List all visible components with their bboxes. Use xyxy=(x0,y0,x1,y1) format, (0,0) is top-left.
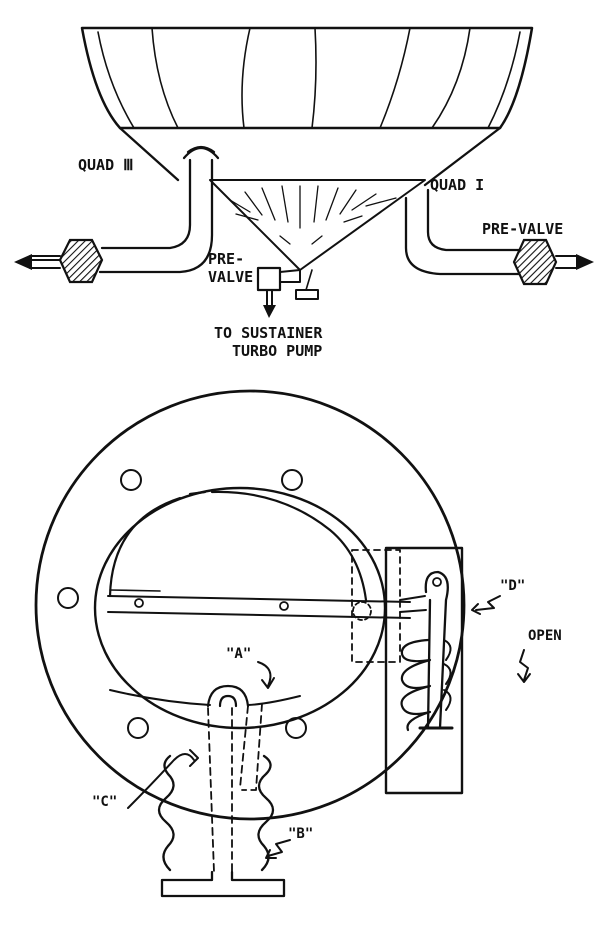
label-c: "C" xyxy=(92,794,117,810)
bolt-hole xyxy=(281,469,303,491)
actuator-link xyxy=(399,595,427,613)
bellows-base xyxy=(160,870,286,898)
arrow-down-icon xyxy=(263,305,276,318)
left-prevalve-hex xyxy=(58,238,104,284)
tank-cone xyxy=(118,126,502,187)
bolt-hole xyxy=(120,469,142,491)
bellows xyxy=(157,754,275,872)
actuator-spring-right xyxy=(443,639,452,711)
center-prevalve-block xyxy=(295,289,319,300)
center-prevalve-body xyxy=(256,266,282,292)
destination-label-line1: TO SUSTAINER xyxy=(214,324,323,342)
right-prevalve-hex xyxy=(512,238,558,286)
quad-3-label: QUAD Ⅲ xyxy=(78,156,134,174)
prevalve-center-label-line1: PRE- xyxy=(208,250,244,268)
valve-diagram: "A" "B" "C" "D" OPEN xyxy=(34,389,562,898)
actuator-mount-dashed xyxy=(351,549,401,663)
inner-cone xyxy=(209,179,426,271)
prevalve-right-label: PRE-VALVE xyxy=(482,220,563,238)
label-b: "B" xyxy=(288,826,313,842)
label-a: "A" xyxy=(226,646,251,662)
channel-b-dashed xyxy=(239,705,249,789)
callout-c-arrow xyxy=(127,749,199,809)
arrow-right-icon xyxy=(576,254,594,270)
actuator-housing xyxy=(384,546,464,795)
tank-dome xyxy=(80,26,534,130)
left-pipe-cap xyxy=(182,145,220,160)
channel-c-dashed xyxy=(207,707,215,873)
destination-label-line2: TURBO PUMP xyxy=(232,342,322,360)
butterfly-disc-edge xyxy=(108,490,368,602)
center-prevalve-handle xyxy=(279,269,301,283)
arrow-left-icon xyxy=(14,254,32,270)
tank-diagram: QUAD Ⅲ QUAD I PRE-VALVE PRE- VALVE TO SU… xyxy=(14,26,594,360)
port-a xyxy=(206,684,250,708)
left-outlet-pipe xyxy=(98,158,214,274)
actuator-lever xyxy=(424,570,449,730)
flange-outer xyxy=(34,389,466,821)
valve-shaft xyxy=(107,595,411,619)
actuator-spring xyxy=(400,638,432,732)
bolt-hole xyxy=(57,587,79,609)
dome-gores xyxy=(97,27,521,129)
label-open: OPEN xyxy=(528,628,562,644)
channel-b-body xyxy=(241,703,263,791)
bolt-hole xyxy=(127,717,149,739)
actuator-pivot xyxy=(352,601,372,621)
shaft-pin xyxy=(279,601,289,611)
port-a-rim xyxy=(109,689,301,706)
shaft-pin xyxy=(134,598,144,608)
prevalve-center-label-line2: VALVE xyxy=(208,268,253,286)
cone-hatching xyxy=(229,185,397,245)
label-d: "D" xyxy=(500,578,525,594)
right-outlet-pipe xyxy=(404,188,524,276)
valve-bore xyxy=(93,486,387,730)
callout-d-arrow xyxy=(471,595,501,615)
squiggle-arrow-icon xyxy=(517,649,531,683)
callout-a-arrow xyxy=(257,661,275,689)
callout-b-arrow xyxy=(265,839,291,859)
quad-1-label: QUAD I xyxy=(430,176,484,194)
